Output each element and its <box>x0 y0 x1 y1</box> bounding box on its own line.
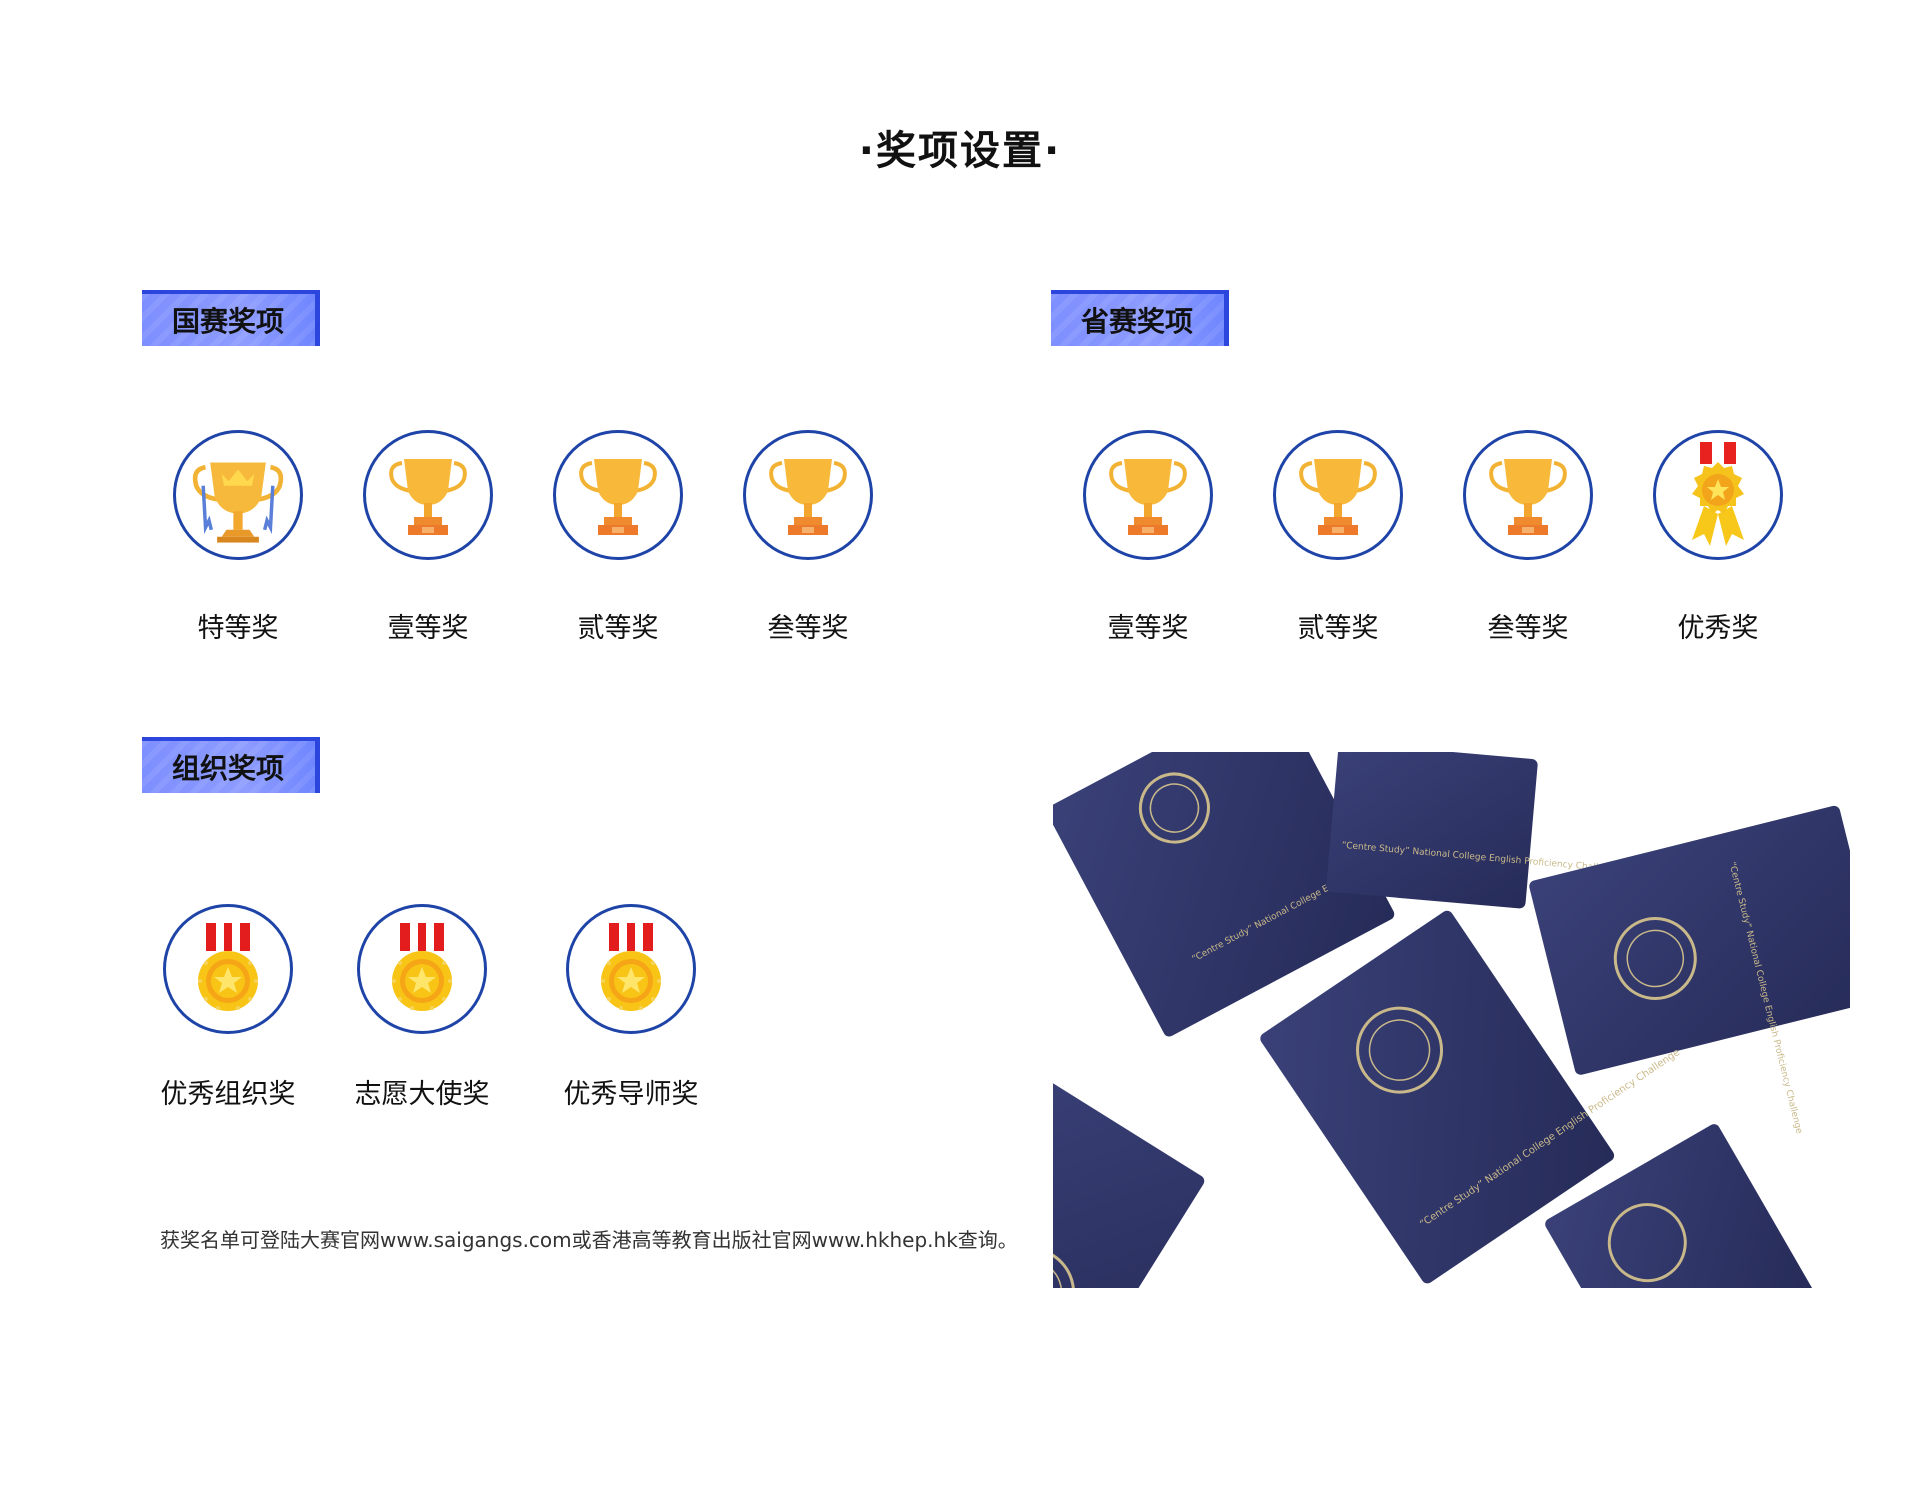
trophy-grand-icon <box>173 430 303 560</box>
award-label: 优秀导师奖 <box>563 1079 699 1110</box>
award-label: 优秀组织奖 <box>160 1079 296 1110</box>
award-national-second: 贰等奖 <box>528 430 708 645</box>
trophy-icon <box>743 430 873 560</box>
award-label: 叁等奖 <box>767 613 849 644</box>
award-label: 壹等奖 <box>1107 613 1189 644</box>
award-label: 志愿大使奖 <box>354 1079 490 1110</box>
award-label: 特等奖 <box>197 613 279 644</box>
certificate-booklets-photo: “Centre Study” National College English … <box>1053 752 1850 1288</box>
award-org-mentor: 优秀导师奖 <box>546 904 716 1111</box>
section-tag-label: 组织奖项 <box>172 752 285 785</box>
award-label: 贰等奖 <box>577 613 659 644</box>
section-tag-label: 国赛奖项 <box>172 305 285 338</box>
award-label: 贰等奖 <box>1297 613 1379 644</box>
booklet: “Centre Study” National College English … <box>1326 752 1621 909</box>
award-provincial-second: 贰等奖 <box>1248 430 1428 645</box>
trophy-icon <box>553 430 683 560</box>
booklet: “Centre Study” National College English … <box>1529 805 1850 1135</box>
award-provincial-third: 叁等奖 <box>1438 430 1618 645</box>
award-org-volunteer: 志愿大使奖 <box>340 904 504 1111</box>
award-org-organizer: 优秀组织奖 <box>148 904 308 1111</box>
trophy-icon <box>1083 430 1213 560</box>
award-label: 叁等奖 <box>1487 613 1569 644</box>
award-label: 优秀奖 <box>1677 613 1759 644</box>
booklet <box>1053 1054 1205 1288</box>
section-tag-provincial: 省赛奖项 <box>1051 290 1229 346</box>
award-provincial-first: 壹等奖 <box>1058 430 1238 645</box>
booklet: “Centre Study” National College English … <box>1053 752 1443 1037</box>
results-note: 获奖名单可登陆大赛官网www.saigangs.com或香港高等教育出版社官网w… <box>160 1228 1018 1252</box>
trophy-icon <box>1273 430 1403 560</box>
page-title: ·奖项设置· <box>858 128 1062 174</box>
trophy-icon <box>363 430 493 560</box>
ribbon-medal-icon <box>1653 430 1783 560</box>
medal-icon <box>566 904 696 1034</box>
medal-icon <box>163 904 293 1034</box>
section-tag-organization: 组织奖项 <box>142 737 320 793</box>
section-tag-label: 省赛奖项 <box>1081 305 1194 338</box>
trophy-icon <box>1463 430 1593 560</box>
medal-icon <box>357 904 487 1034</box>
award-national-grand: 特等奖 <box>148 430 328 645</box>
award-provincial-excellence: 优秀奖 <box>1628 430 1808 645</box>
award-national-first: 壹等奖 <box>338 430 518 645</box>
booklet <box>1545 1124 1815 1288</box>
section-tag-national: 国赛奖项 <box>142 290 320 346</box>
award-national-third: 叁等奖 <box>718 430 898 645</box>
award-label: 壹等奖 <box>387 613 469 644</box>
